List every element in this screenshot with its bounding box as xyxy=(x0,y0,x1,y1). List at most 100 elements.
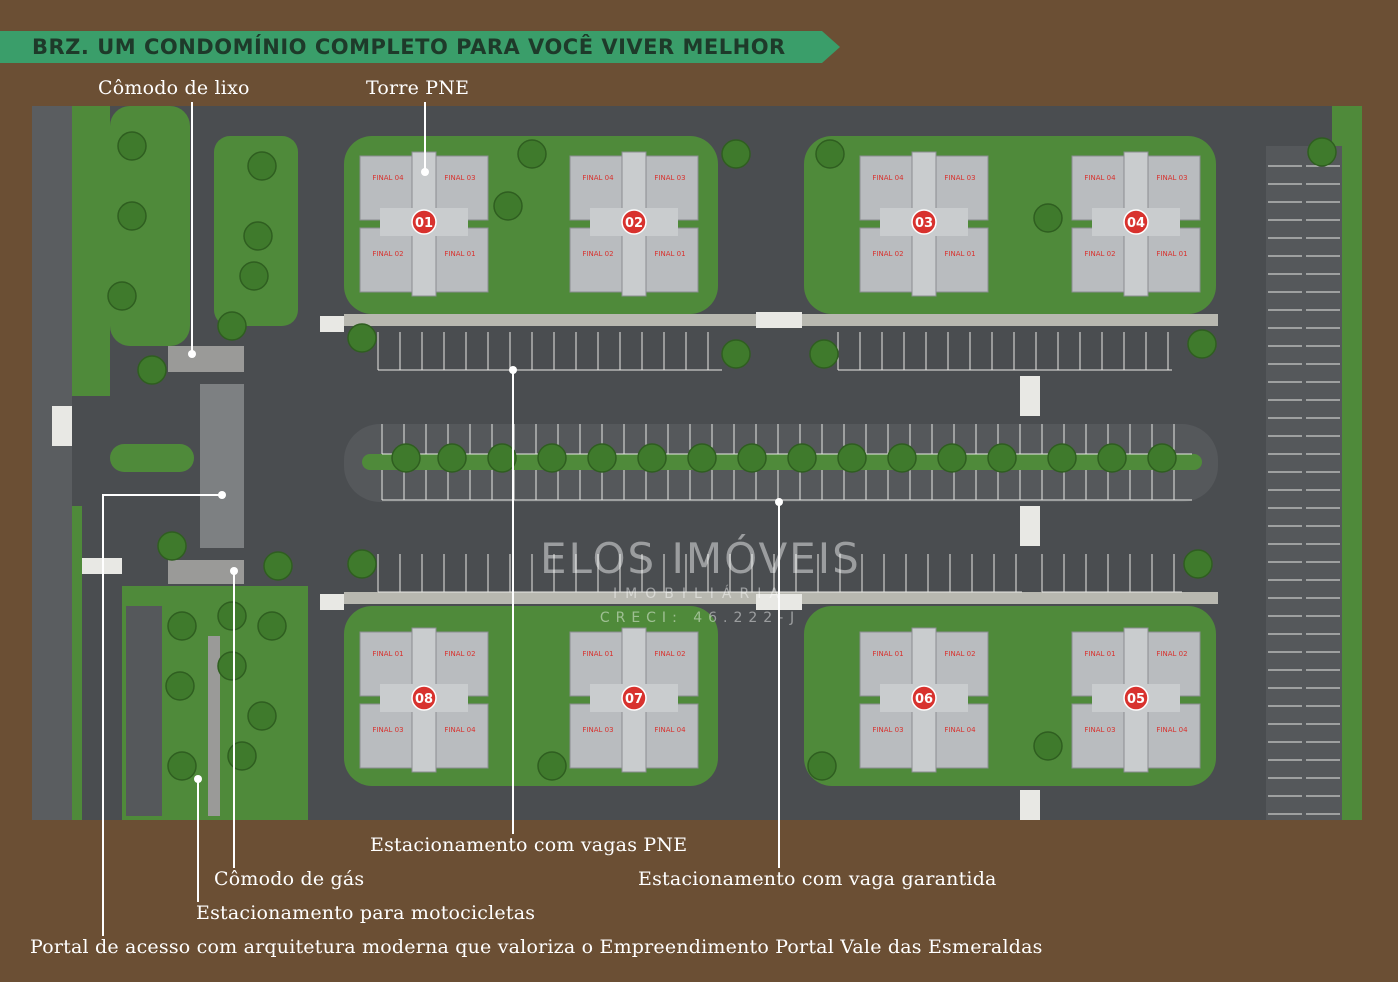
tree xyxy=(1097,443,1127,473)
tower-final-label: FINAL 02 xyxy=(1084,250,1115,258)
tower-final-label: FINAL 04 xyxy=(582,174,614,182)
tree xyxy=(517,139,547,169)
tower-badge xyxy=(911,685,937,711)
tree xyxy=(165,671,195,701)
trees xyxy=(107,131,1337,781)
label-torre-pne: Torre PNE xyxy=(366,77,470,99)
tree xyxy=(537,751,567,781)
tree xyxy=(217,601,247,631)
tower-number: 06 xyxy=(915,692,933,707)
tree xyxy=(117,131,147,161)
label-comodo-gas: Cômodo de gás xyxy=(214,868,365,890)
bottom-parking-row xyxy=(377,554,1182,593)
tower-final-label: FINAL 02 xyxy=(372,250,403,258)
tower-final-label: FINAL 04 xyxy=(1156,726,1188,734)
tree xyxy=(937,443,967,473)
tree xyxy=(263,551,293,581)
tower-final-label: FINAL 01 xyxy=(444,250,475,258)
watermark-sub: IMOBILIÁRIA xyxy=(613,586,787,602)
tree xyxy=(217,651,247,681)
tower-final-label: FINAL 04 xyxy=(654,726,686,734)
tower-badge xyxy=(1123,209,1149,235)
tree xyxy=(117,201,147,231)
tower-final-label: FINAL 03 xyxy=(944,174,975,182)
tower-badge xyxy=(411,685,437,711)
tower-final-label: FINAL 04 xyxy=(872,174,904,182)
top-parking-row xyxy=(377,332,1172,371)
tower-final-label: FINAL 03 xyxy=(582,726,613,734)
tower-final-label: FINAL 01 xyxy=(582,650,613,658)
tree xyxy=(157,531,187,561)
tree xyxy=(239,261,269,291)
right-parking xyxy=(1268,165,1340,815)
page-title: BRZ. UM CONDOMÍNIO COMPLETO PARA VOCÊ VI… xyxy=(32,35,786,59)
tree xyxy=(1187,329,1217,359)
tower-final-label: FINAL 03 xyxy=(1084,726,1115,734)
watermark-creci: CRECI: 46.222-J xyxy=(599,610,801,626)
tree xyxy=(247,151,277,181)
tower-number: 01 xyxy=(415,216,433,231)
tower-final-label: FINAL 02 xyxy=(1156,650,1187,658)
tree xyxy=(347,549,377,579)
grass-strip-left xyxy=(72,106,110,396)
tree xyxy=(1047,443,1077,473)
tree xyxy=(107,281,137,311)
tree xyxy=(887,443,917,473)
tree xyxy=(217,311,247,341)
tree xyxy=(637,443,667,473)
tower-number: 05 xyxy=(1127,692,1145,707)
tree xyxy=(1307,137,1337,167)
tree xyxy=(137,355,167,385)
tree xyxy=(257,611,287,641)
tower-badge xyxy=(411,209,437,235)
tree xyxy=(787,443,817,473)
tower-badge xyxy=(621,209,647,235)
tower-final-label: FINAL 03 xyxy=(872,726,903,734)
tower-04: FINAL 04 FINAL 03 FINAL 02 FINAL 01 04 xyxy=(1071,151,1201,297)
tower-final-label: FINAL 01 xyxy=(1156,250,1187,258)
tower-final-label: FINAL 04 xyxy=(1084,174,1116,182)
label-comodo-lixo: Cômodo de lixo xyxy=(98,77,250,99)
tower-final-label: FINAL 02 xyxy=(654,650,685,658)
tree xyxy=(1183,549,1213,579)
tower-final-label: FINAL 04 xyxy=(444,726,476,734)
title-banner xyxy=(0,31,840,63)
tree xyxy=(837,443,867,473)
tree xyxy=(721,339,751,369)
tower-number: 04 xyxy=(1127,216,1145,231)
tree xyxy=(227,741,257,771)
portal-structure xyxy=(200,384,244,548)
comodo-lixo-structure xyxy=(168,346,244,372)
tree xyxy=(493,191,523,221)
tree xyxy=(537,443,567,473)
tree xyxy=(487,443,517,473)
tower-final-label: FINAL 02 xyxy=(872,250,903,258)
tree xyxy=(391,443,421,473)
tower-badge xyxy=(911,209,937,235)
tree xyxy=(167,751,197,781)
tower-final-label: FINAL 01 xyxy=(1084,650,1115,658)
tower-final-label: FINAL 01 xyxy=(872,650,903,658)
tower-final-label: FINAL 03 xyxy=(1156,174,1187,182)
tower-final-label: FINAL 03 xyxy=(444,174,475,182)
tower-05: FINAL 01 FINAL 02 FINAL 03 FINAL 04 05 xyxy=(1071,627,1201,773)
tree xyxy=(167,611,197,641)
tree xyxy=(243,221,273,251)
tower-final-label: FINAL 01 xyxy=(372,650,403,658)
label-estacionamento-motos: Estacionamento para motocicletas xyxy=(196,902,536,924)
tower-number: 03 xyxy=(915,216,933,231)
tower-final-label: FINAL 03 xyxy=(654,174,685,182)
tree xyxy=(987,443,1017,473)
tower-final-label: FINAL 02 xyxy=(582,250,613,258)
label-portal: Portal de acesso com arquitetura moderna… xyxy=(30,936,1043,958)
tree xyxy=(1033,731,1063,761)
tree xyxy=(587,443,617,473)
tree xyxy=(1033,203,1063,233)
